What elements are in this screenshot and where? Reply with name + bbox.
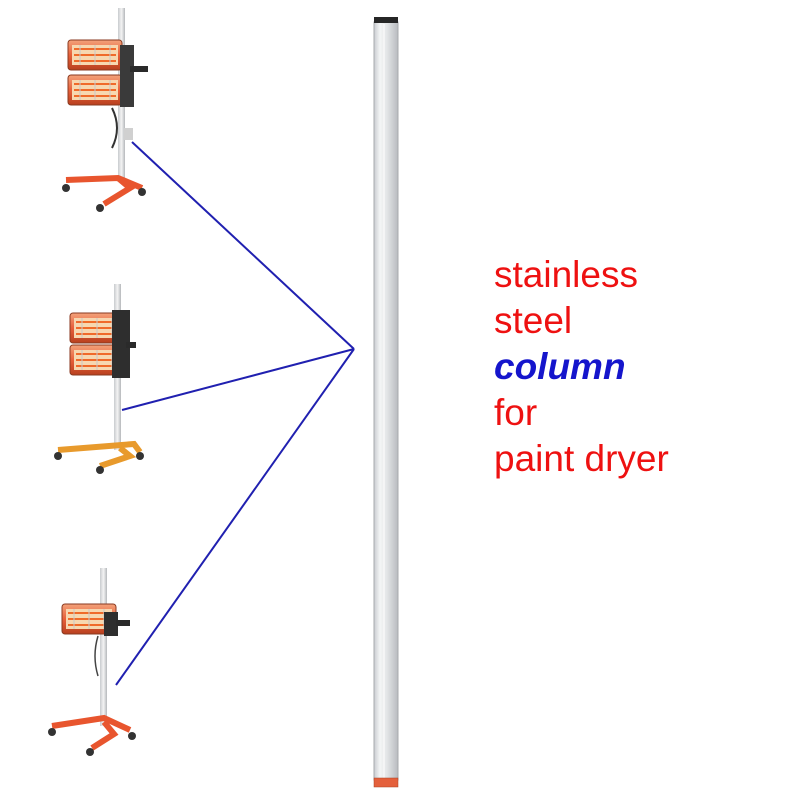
caption-emphasis: column [494,346,626,387]
caption-line: steel [494,300,573,341]
connector-line-bottom [115,348,355,686]
connector-line-middle [121,348,355,411]
connector-line-top [131,141,355,350]
paint-dryer-double-lamp [62,8,148,212]
stainless-steel-column [373,17,399,788]
connector-lines [115,141,355,686]
caption-line: stainless [494,254,638,295]
product-caption: stainless steel column for paint dryer [494,252,669,482]
caption-line: for [494,392,538,433]
paint-dryer-double-lamp-alt [54,284,144,474]
paint-dryer-single-lamp [48,568,136,756]
caption-line: paint dryer [494,438,669,479]
